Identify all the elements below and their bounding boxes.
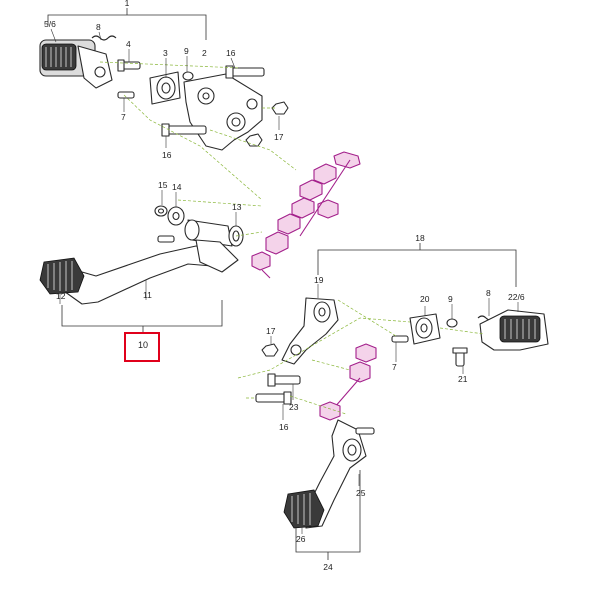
- footrest-upper-left: [39, 39, 113, 89]
- label-17-lower: 17: [266, 326, 276, 336]
- label-25: 25: [356, 488, 366, 498]
- label-3: 3: [163, 48, 168, 58]
- label-7-upper: 7: [121, 112, 126, 122]
- washer-9-upper: [182, 71, 194, 81]
- assembly-24-bracket: [295, 470, 361, 560]
- label-11: 11: [143, 290, 152, 300]
- label-14: 14: [172, 182, 182, 192]
- label-13: 13: [232, 202, 242, 212]
- label-9-upper: 9: [184, 46, 189, 56]
- label-19: 19: [314, 275, 324, 285]
- assembly-1-bracket: [47, 8, 207, 40]
- label-12: 12: [56, 291, 66, 301]
- bolt-16-lower: [255, 391, 292, 405]
- guide-lines-lever: [177, 199, 263, 237]
- pin-7-upper: [117, 91, 135, 99]
- label-18: 18: [415, 233, 425, 243]
- pin-7-lower: [391, 335, 409, 343]
- label-8-upper: 8: [96, 22, 101, 32]
- label-24: 24: [323, 562, 333, 572]
- bolt-16-upper-left: [161, 123, 207, 137]
- bolt-23: [267, 373, 301, 387]
- washer-15: [154, 205, 168, 217]
- label-23: 23: [289, 402, 299, 412]
- nut-17-lower: [261, 343, 279, 357]
- highlight-box-part-10: [124, 332, 160, 362]
- bushing-13: [184, 219, 244, 247]
- shift-linkage-lower: [319, 343, 377, 421]
- shift-linkage-upper: [251, 151, 361, 279]
- brake-lever-25: [305, 419, 375, 529]
- washer-9-lower: [446, 318, 458, 328]
- bolt-16-upper-right: [225, 65, 265, 79]
- pin-4: [117, 59, 141, 72]
- part-labels: 1 5/6 8 4 3 9 2 16 7 17 16 15 14 13 12 1…: [44, 0, 525, 572]
- rubber-26: [283, 489, 325, 529]
- guide-lines-upper: [99, 61, 297, 201]
- assembly-10-bracket: [61, 300, 223, 333]
- footrest-lower-right: [479, 309, 549, 351]
- shift-lever-11: [53, 239, 239, 305]
- label-15: 15: [158, 180, 168, 190]
- spring-upper: [91, 35, 117, 41]
- bolt-21: [452, 347, 468, 367]
- label-9-lower: 9: [448, 294, 453, 304]
- bracket-19: [281, 297, 339, 365]
- bushing-20: [409, 313, 441, 345]
- leader-lines: [50, 28, 519, 534]
- label-21: 21: [458, 374, 468, 384]
- assembly-18-bracket: [317, 243, 517, 287]
- bushing-3: [149, 71, 181, 105]
- label-16-lower: 16: [279, 422, 289, 432]
- label-26: 26: [296, 534, 306, 544]
- label-17-upper: 17: [274, 132, 284, 142]
- rubber-12: [39, 257, 85, 295]
- label-1: 1: [125, 0, 130, 8]
- pin-shift: [157, 235, 175, 243]
- label-2: 2: [202, 48, 207, 58]
- label-22-6: 22/6: [508, 292, 525, 302]
- label-5-6: 5/6: [44, 19, 56, 29]
- label-7-lower: 7: [392, 362, 397, 372]
- nut-17-upper-b: [245, 133, 263, 147]
- label-20: 20: [420, 294, 430, 304]
- label-10: 10: [138, 340, 148, 350]
- label-16-upper-left: 16: [162, 150, 172, 160]
- label-8-lower: 8: [486, 288, 491, 298]
- label-4: 4: [126, 39, 131, 49]
- washer-14: [167, 206, 185, 226]
- guide-lines-lower: [237, 299, 485, 415]
- label-16-upper-right: 16: [226, 48, 236, 58]
